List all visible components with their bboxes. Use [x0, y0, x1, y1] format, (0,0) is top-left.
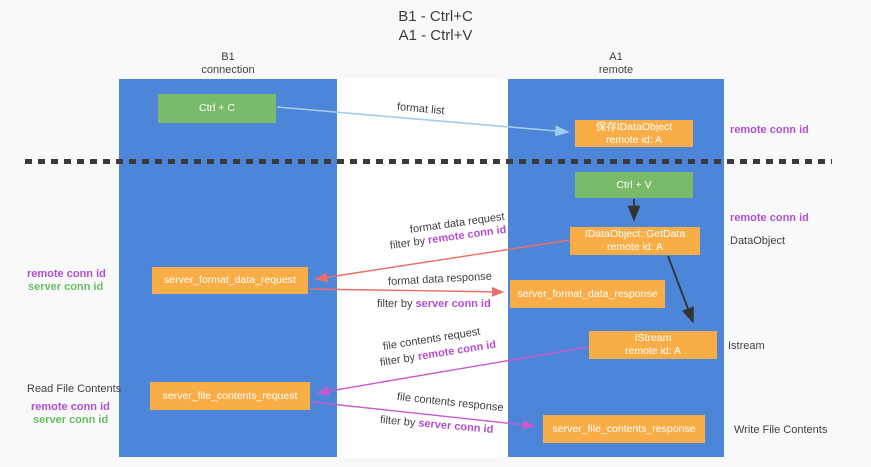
lane-a1-title: A1	[609, 51, 623, 63]
istream-annotation: Istream	[728, 340, 765, 352]
write-file-contents-annotation: Write File Contents	[734, 424, 828, 436]
ctrl-c-node: Ctrl + C	[158, 94, 276, 123]
lane-a1-subtitle: remote	[598, 64, 634, 76]
istream-node: IStream remote id: A	[589, 331, 717, 359]
lane-b1-title: B1	[221, 51, 235, 63]
diagram-title-line2: A1 - Ctrl+V	[398, 27, 473, 44]
remote-conn-id-annotation-left2: remote conn id	[31, 401, 110, 413]
remote-conn-id-annotation-mid: remote conn id	[730, 212, 809, 224]
dataobject-annotation: DataObject	[730, 235, 786, 247]
server-conn-id-text: server conn id	[415, 298, 491, 310]
save-idataobject-node: 保存IDataObject remote id: A	[575, 120, 693, 147]
dashed-separator	[25, 159, 832, 164]
remote-conn-id-annotation-top: remote conn id	[730, 124, 809, 136]
server-format-data-response-node: server_format_data_response	[510, 280, 665, 308]
diagram-title: B1 - Ctrl+C A1 - Ctrl+V	[0, 7, 871, 45]
lane-header-b1: B1 connection	[158, 51, 298, 77]
read-file-contents-annotation: Read File Contents	[27, 383, 122, 395]
remote-conn-id-annotation-left1: remote conn id	[27, 268, 106, 280]
server-format-data-request-node: server_format_data_request	[152, 267, 308, 294]
idataobject-getdata-node: IDataObject::GetData remote id: A	[570, 227, 700, 255]
server-conn-id-annotation-left2: server conn id	[33, 414, 109, 426]
server-conn-id-annotation-left1: server conn id	[28, 281, 104, 293]
lane-b1-subtitle: connection	[201, 64, 255, 76]
lane-header-a1: A1 remote	[546, 51, 686, 77]
format-data-response-filter-label: filter by server conn id	[377, 298, 491, 310]
ctrl-v-node: Ctrl + V	[575, 172, 693, 198]
filter-by-text: filter by	[377, 298, 416, 310]
server-file-contents-request-node: server_file_contents_request	[150, 382, 310, 410]
server-file-contents-response-node: server_file_contents_response	[543, 415, 705, 443]
diagram-title-line1: B1 - Ctrl+C	[398, 8, 473, 25]
